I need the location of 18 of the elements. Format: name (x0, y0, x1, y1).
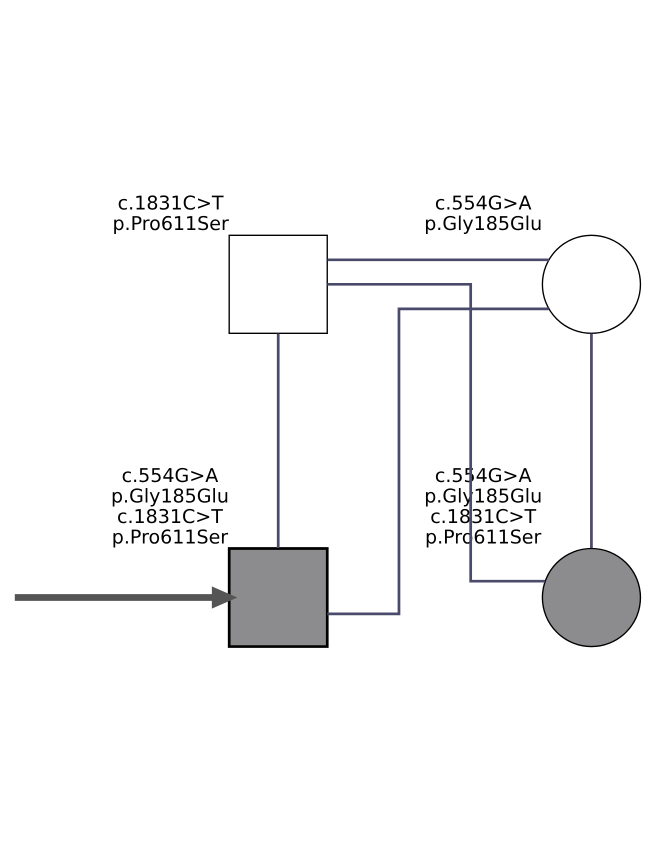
connector (590, 334, 593, 548)
node-box (228, 547, 329, 648)
node-label: c.554G>A (122, 465, 218, 488)
connector (276, 334, 280, 548)
node-label: p.Pro611Ser (112, 213, 229, 236)
node-label: c.1831C>T (118, 192, 224, 215)
connector (328, 258, 549, 262)
node-label: p.Gly185Glu (110, 485, 229, 508)
node-circle (542, 234, 642, 334)
connector (327, 282, 546, 583)
node-label: c.1831C>T (117, 506, 223, 528)
node-label: p.Gly185Glu (424, 213, 542, 236)
node-label: p.Pro611Ser (112, 526, 228, 548)
node-circle (542, 548, 642, 648)
node-label: c.554G>A (434, 192, 532, 215)
node-box (228, 234, 328, 334)
connector (327, 307, 549, 616)
arrow (14, 586, 238, 609)
